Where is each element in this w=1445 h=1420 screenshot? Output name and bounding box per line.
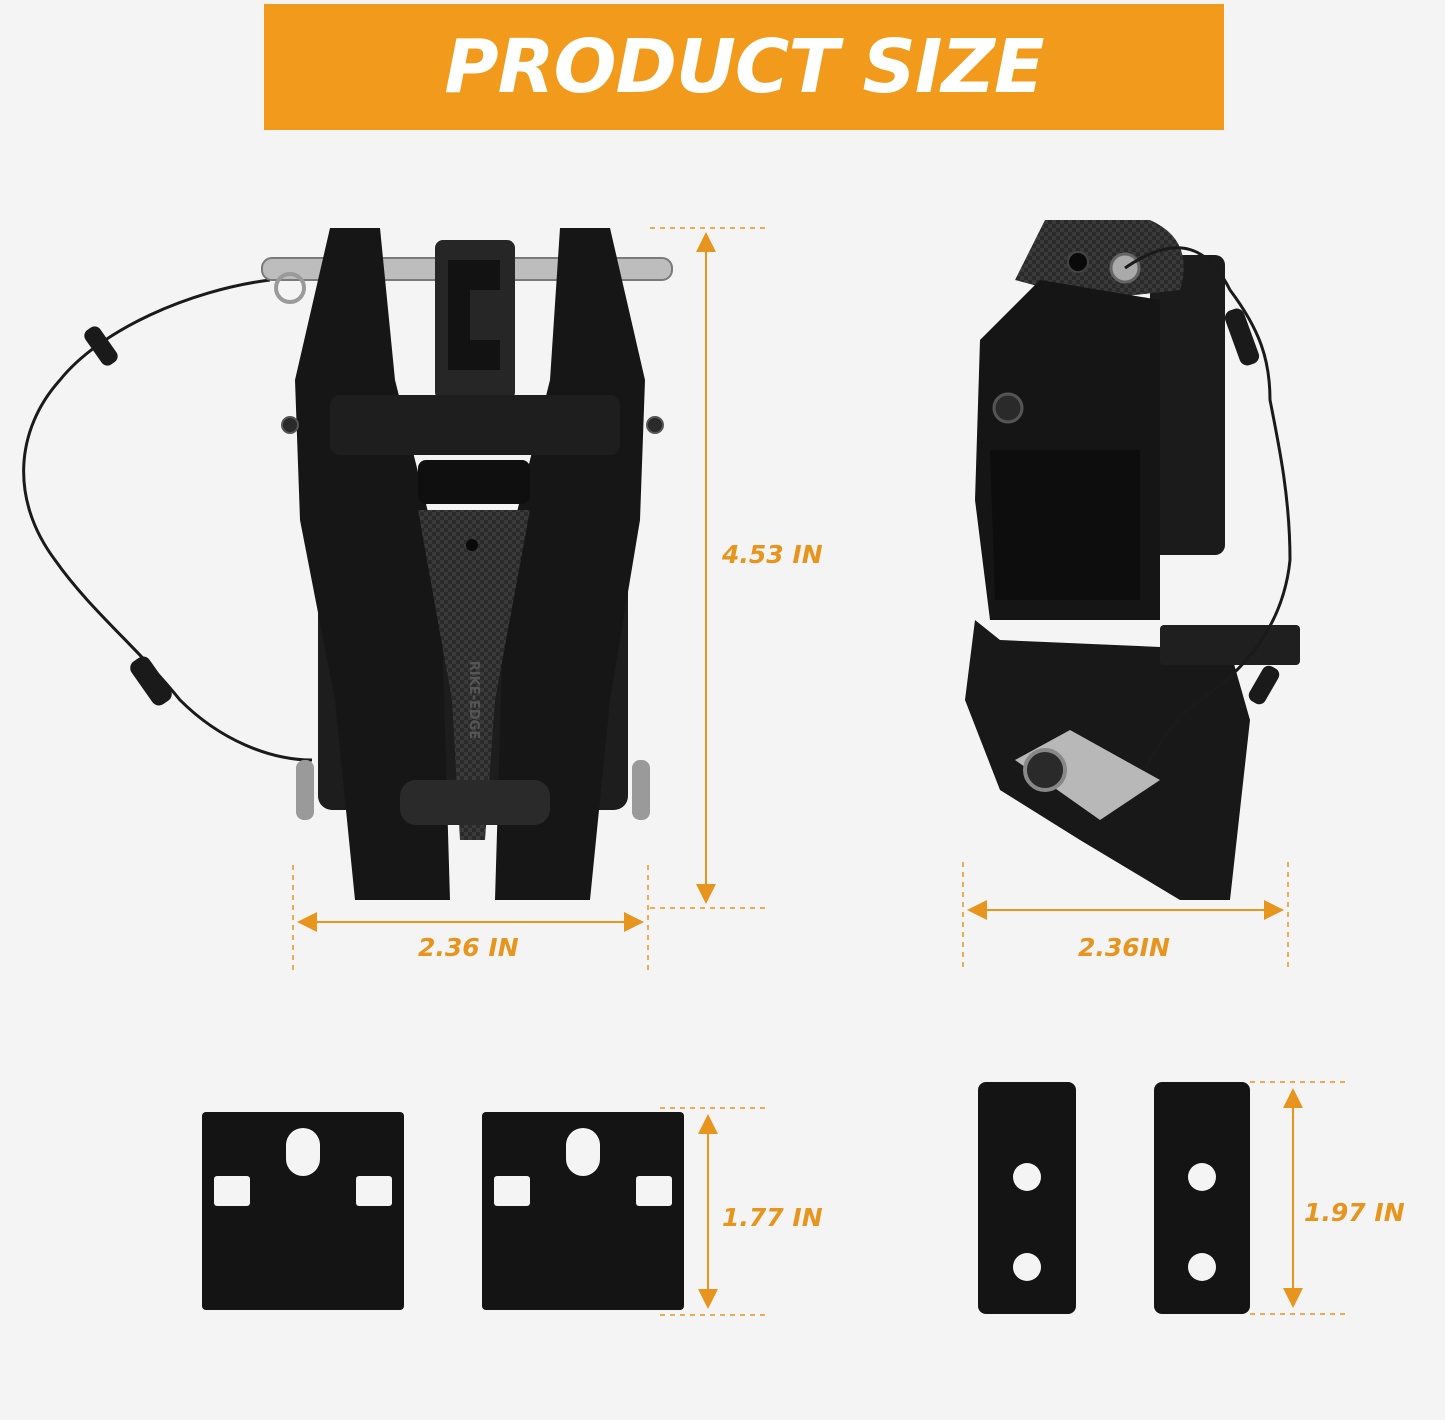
side-body-recess <box>990 450 1140 600</box>
front-width-label: 2.36 IN <box>418 933 519 962</box>
square-plate-left-hole-left <box>214 1176 250 1206</box>
narrow-plate-right <box>1154 1082 1250 1314</box>
narrow-plate-right-hole-upper <box>1188 1163 1216 1191</box>
side-lower-shelf <box>1160 625 1300 665</box>
front-cable-clip-lower <box>130 656 172 706</box>
title-banner: PRODUCT SIZE <box>264 4 1224 130</box>
front-bolt-right-upper <box>646 416 664 434</box>
front-engraving: RIKE-EDGE <box>466 661 481 739</box>
front-crossbar <box>330 395 620 455</box>
front-top-pad <box>418 460 530 504</box>
side-carbon-cap <box>1015 220 1184 300</box>
side-width-dimension <box>962 862 1289 970</box>
square-plate-right <box>482 1112 684 1310</box>
side-rear-plate <box>1150 255 1225 555</box>
square-plate-left <box>202 1112 404 1310</box>
side-cable-clip-upper <box>1224 308 1260 366</box>
front-left-arm <box>295 228 450 900</box>
side-body-screw <box>992 392 1024 424</box>
front-bolt-left-upper <box>281 416 299 434</box>
front-bolt-right-lower <box>632 760 650 820</box>
side-cable-clip-lower <box>1248 665 1280 705</box>
front-lanyard-cable <box>22 278 313 762</box>
square-plate-left-hole-right <box>356 1176 392 1206</box>
front-latch-slot <box>448 260 500 370</box>
square-plate-right-slot <box>566 1128 600 1176</box>
narrow-plate-left <box>978 1082 1076 1314</box>
side-width-label: 2.36IN <box>1078 933 1170 962</box>
side-cap-screw <box>1067 251 1089 273</box>
front-height-dimension <box>650 227 765 909</box>
front-carbon-panel <box>418 510 530 840</box>
front-bolt-left-lower <box>296 760 314 820</box>
side-lower-screw <box>1023 748 1067 792</box>
square-plate-right-hole-right <box>636 1176 672 1206</box>
front-height-label: 4.53 IN <box>722 540 823 569</box>
front-panel-screw <box>466 539 478 551</box>
front-pin-ring <box>274 272 306 304</box>
square-plate-height-dimension <box>660 1107 770 1316</box>
front-view-mount: RIKE-EDGE <box>22 228 673 900</box>
banner-title: PRODUCT SIZE <box>444 24 1044 110</box>
narrow-plate-left-hole-lower <box>1013 1253 1041 1281</box>
side-view-mount <box>965 220 1300 900</box>
square-plate-height-label: 1.77 IN <box>722 1203 823 1232</box>
narrow-plate-height-label: 1.97 IN <box>1304 1198 1405 1227</box>
narrow-plate-left-hole-upper <box>1013 1163 1041 1191</box>
square-plate-right-hole-left <box>494 1176 530 1206</box>
front-lower-hinge <box>400 780 550 825</box>
narrow-plate-right-hole-lower <box>1188 1253 1216 1281</box>
front-cable-clip-upper <box>84 326 118 366</box>
front-width-dimension <box>292 865 649 970</box>
square-plate-left-slot <box>286 1128 320 1176</box>
narrow-plate-height-dimension <box>1250 1081 1345 1315</box>
side-lanyard-cable <box>1124 246 1292 771</box>
